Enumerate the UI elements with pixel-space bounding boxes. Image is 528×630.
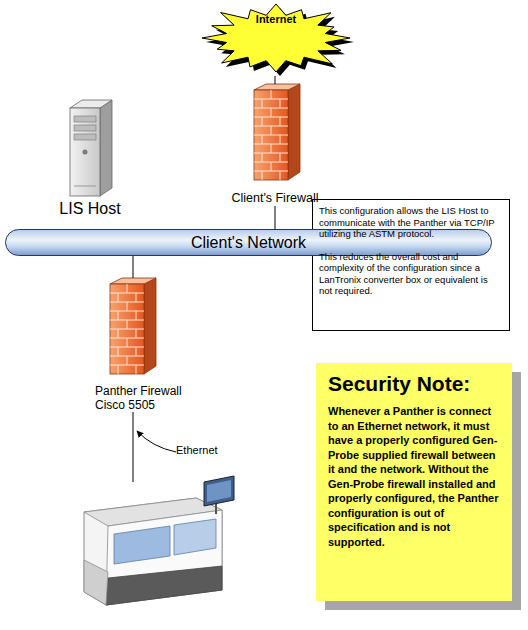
ethernet-wire [133,412,134,482]
security-note: Security Note: Whenever a Panther is conn… [316,363,512,601]
starburst-shape [198,0,354,76]
leader-arrow [137,431,176,452]
node-text: Internet [198,0,354,25]
internet-burst: Internet [198,0,354,76]
firewall-symbol [110,278,156,374]
node-text: This configuration allows the LIS Host t… [319,205,503,240]
firewall-node: Client's Firewall [225,84,325,206]
server-node: LIS Host [45,96,135,218]
server-symbol [70,100,112,196]
node-text: Client's Network [191,234,306,252]
firewall-symbol [254,84,300,180]
analyzer-illustration [84,476,234,605]
node-text: Client's Firewall [225,191,325,206]
connector-line [133,256,134,278]
node-text: LIS Host [45,199,135,218]
firewall-node: Panther Firewall Cisco 5505 [83,278,183,412]
annotation-label: Ethernet [176,444,218,456]
node-body-text: Whenever a Panther is connect to an Ethe… [328,404,504,549]
node-text: Security Note: [328,371,504,396]
node-body-text: This reduces the overall cost and comple… [319,251,503,297]
node-text: Panther Firewall Cisco 5505 [95,384,183,412]
connector-line [275,206,276,229]
description-box: This configuration allows the LIS Host t… [312,199,510,331]
connector-line [275,76,276,84]
